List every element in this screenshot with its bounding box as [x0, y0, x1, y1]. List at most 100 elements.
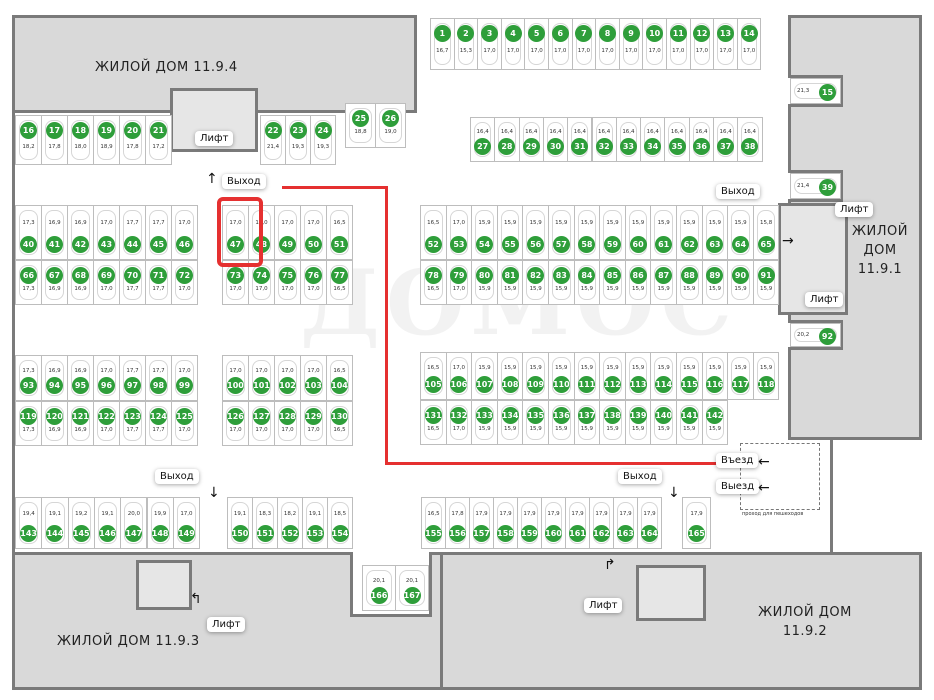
parking-spot-85[interactable]: 15,985	[599, 260, 626, 305]
parking-spot-161[interactable]: 17,9161	[565, 497, 590, 549]
parking-spot-128[interactable]: 17,0128	[274, 401, 301, 446]
parking-spot-140[interactable]: 15,9140	[650, 400, 677, 445]
parking-spot-152[interactable]: 18,2152	[277, 497, 303, 549]
parking-spot-50[interactable]: 17,050	[300, 205, 327, 260]
parking-spot-58[interactable]: 15,958	[573, 205, 601, 260]
parking-spot-13[interactable]: 17,013	[713, 18, 738, 70]
parking-spot-35[interactable]: 16,435	[664, 117, 690, 162]
parking-spot-77[interactable]: 16,577	[326, 260, 353, 305]
parking-spot-134[interactable]: 15,9134	[496, 400, 524, 445]
parking-spot-40[interactable]: 17,340	[15, 205, 42, 260]
parking-spot-78[interactable]: 16,578	[420, 260, 447, 305]
parking-spot-15[interactable]: 21,315	[790, 78, 841, 104]
parking-spot-61[interactable]: 15,961	[650, 205, 677, 260]
parking-spot-51[interactable]: 16,551	[326, 205, 353, 260]
parking-spot-97[interactable]: 17,797	[119, 355, 146, 401]
parking-spot-45[interactable]: 17,745	[145, 205, 172, 260]
parking-spot-159[interactable]: 17,9159	[517, 497, 542, 549]
parking-spot-167[interactable]: 20,1167	[395, 565, 429, 611]
parking-spot-119[interactable]: 17,3119	[15, 401, 42, 446]
parking-spot-113[interactable]: 15,9113	[624, 352, 652, 400]
parking-spot-89[interactable]: 15,989	[701, 260, 729, 305]
parking-spot-158[interactable]: 17,9158	[493, 497, 518, 549]
parking-spot-156[interactable]: 17,8156	[445, 497, 470, 549]
parking-spot-108[interactable]: 15,9108	[496, 352, 524, 400]
parking-spot-55[interactable]: 15,955	[496, 205, 524, 260]
parking-spot-83[interactable]: 15,983	[548, 260, 575, 305]
parking-spot-90[interactable]: 15,990	[727, 260, 754, 305]
parking-spot-32[interactable]: 16,432	[591, 117, 617, 162]
parking-spot-95[interactable]: 16,995	[67, 355, 94, 401]
parking-spot-141[interactable]: 15,9141	[676, 400, 703, 445]
parking-spot-76[interactable]: 17,076	[300, 260, 327, 305]
parking-spot-28[interactable]: 16,428	[494, 117, 520, 162]
parking-spot-165[interactable]: 17,9165	[682, 497, 711, 549]
parking-spot-18[interactable]: 18,018	[67, 115, 94, 165]
parking-spot-142[interactable]: 15,9142	[701, 400, 729, 445]
parking-spot-46[interactable]: 17,046	[171, 205, 198, 260]
parking-spot-9[interactable]: 17,09	[618, 18, 644, 70]
parking-spot-123[interactable]: 17,7123	[119, 401, 146, 446]
parking-spot-145[interactable]: 19,2145	[67, 497, 95, 549]
parking-spot-31[interactable]: 16,431	[567, 117, 593, 162]
parking-spot-27[interactable]: 16,427	[470, 117, 496, 162]
parking-spot-130[interactable]: 16,5130	[326, 401, 353, 446]
parking-spot-157[interactable]: 17,9157	[469, 497, 494, 549]
parking-spot-88[interactable]: 15,988	[676, 260, 703, 305]
parking-spot-20[interactable]: 17,820	[119, 115, 146, 165]
parking-spot-6[interactable]: 17,06	[548, 18, 573, 70]
parking-spot-96[interactable]: 17,096	[93, 355, 120, 401]
parking-spot-17[interactable]: 17,817	[41, 115, 68, 165]
parking-spot-139[interactable]: 15,9139	[624, 400, 652, 445]
parking-spot-29[interactable]: 16,429	[518, 117, 544, 162]
parking-spot-3[interactable]: 17,03	[477, 18, 502, 70]
parking-spot-67[interactable]: 16,967	[41, 260, 68, 305]
parking-spot-106[interactable]: 17,0106	[445, 352, 473, 400]
parking-spot-22[interactable]: 21,422	[260, 115, 286, 165]
parking-spot-59[interactable]: 15,959	[599, 205, 626, 260]
parking-spot-115[interactable]: 15,9115	[676, 352, 703, 400]
parking-spot-87[interactable]: 15,987	[650, 260, 677, 305]
parking-spot-42[interactable]: 16,942	[67, 205, 94, 260]
parking-spot-155[interactable]: 16,5155	[421, 497, 446, 549]
parking-spot-8[interactable]: 17,08	[595, 18, 620, 70]
parking-spot-19[interactable]: 18,919	[93, 115, 120, 165]
parking-spot-80[interactable]: 15,980	[471, 260, 498, 305]
parking-spot-63[interactable]: 15,963	[701, 205, 729, 260]
parking-spot-53[interactable]: 17,053	[445, 205, 473, 260]
parking-spot-148[interactable]: 19,9148	[146, 497, 174, 549]
parking-spot-12[interactable]: 17,012	[689, 18, 715, 70]
parking-spot-125[interactable]: 17,0125	[171, 401, 198, 446]
parking-spot-4[interactable]: 17,04	[500, 18, 526, 70]
parking-spot-25[interactable]: 18,825	[345, 103, 376, 148]
parking-spot-112[interactable]: 15,9112	[599, 352, 626, 400]
parking-spot-81[interactable]: 15,981	[496, 260, 524, 305]
parking-spot-127[interactable]: 17,0127	[248, 401, 275, 446]
parking-spot-92[interactable]: 20,292	[790, 323, 841, 347]
parking-spot-111[interactable]: 15,9111	[573, 352, 601, 400]
parking-spot-79[interactable]: 17,079	[445, 260, 473, 305]
parking-spot-109[interactable]: 15,9109	[522, 352, 549, 400]
parking-spot-105[interactable]: 16,5105	[420, 352, 447, 400]
parking-spot-34[interactable]: 16,434	[640, 117, 666, 162]
parking-spot-122[interactable]: 17,0122	[93, 401, 120, 446]
parking-spot-33[interactable]: 16,433	[615, 117, 642, 162]
parking-spot-44[interactable]: 17,744	[119, 205, 146, 260]
parking-spot-60[interactable]: 15,960	[624, 205, 652, 260]
parking-spot-52[interactable]: 16,552	[420, 205, 447, 260]
parking-spot-5[interactable]: 17,05	[524, 18, 549, 70]
parking-spot-116[interactable]: 15,9116	[701, 352, 729, 400]
parking-spot-104[interactable]: 16,5104	[326, 355, 353, 401]
parking-spot-154[interactable]: 18,5154	[327, 497, 353, 549]
parking-spot-137[interactable]: 15,9137	[573, 400, 601, 445]
parking-spot-138[interactable]: 15,9138	[599, 400, 626, 445]
parking-spot-39[interactable]: 21,439	[790, 173, 841, 199]
parking-spot-74[interactable]: 17,074	[248, 260, 275, 305]
parking-spot-151[interactable]: 18,3151	[252, 497, 278, 549]
parking-spot-102[interactable]: 17,0102	[274, 355, 301, 401]
parking-spot-26[interactable]: 19,026	[375, 103, 406, 148]
parking-spot-146[interactable]: 19,1146	[93, 497, 122, 549]
parking-spot-153[interactable]: 19,1153	[302, 497, 328, 549]
parking-spot-2[interactable]: 15,32	[453, 18, 479, 70]
parking-spot-37[interactable]: 16,437	[713, 117, 739, 162]
